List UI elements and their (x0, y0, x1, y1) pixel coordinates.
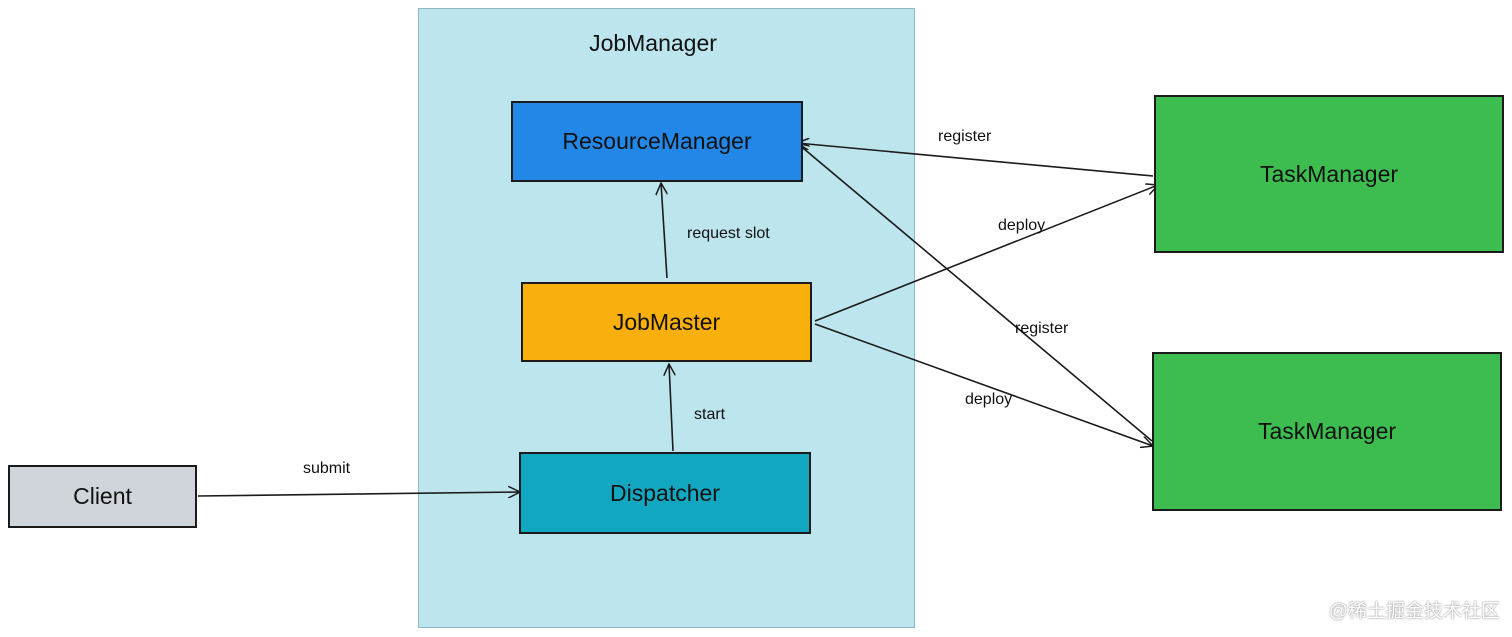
edge-start (669, 364, 673, 452)
resourcemanager-node: ResourceManager (511, 101, 803, 182)
edge-submit (197, 492, 520, 496)
edge-label-deploy-2: deploy (965, 391, 1013, 408)
jobmaster-node: JobMaster (521, 282, 812, 362)
edge-request-slot (661, 183, 668, 279)
edge-label-start: start (694, 406, 726, 423)
edge-label-register-2: register (1015, 320, 1069, 337)
edge-label-submit: submit (303, 460, 351, 477)
edge-deploy-1 (814, 185, 1158, 322)
edge-register-1 (797, 143, 1154, 177)
watermark: @稀土掘金技术社区 (1328, 601, 1500, 622)
taskmanager-node-2: TaskManager (1152, 352, 1502, 511)
dispatcher-node: Dispatcher (519, 452, 811, 534)
jobmanager-title: JobManager (589, 30, 717, 56)
edge-label-request-slot: request slot (687, 225, 770, 242)
dispatcher-label: Dispatcher (610, 479, 720, 506)
taskmanager-label-2: TaskManager (1257, 418, 1397, 444)
client-label: Client (73, 483, 132, 509)
taskmanager-node-1: TaskManager (1154, 95, 1504, 253)
client-node: Client (8, 465, 197, 528)
edge-label-deploy-1: deploy (998, 217, 1046, 234)
edge-register-2 (797, 143, 1153, 442)
resourcemanager-label: ResourceManager (562, 128, 752, 154)
edge-deploy-2 (814, 323, 1153, 446)
jobmaster-label: JobMaster (612, 308, 721, 335)
taskmanager-label-1: TaskManager (1259, 160, 1399, 187)
edge-label-register-1: register (938, 128, 992, 145)
